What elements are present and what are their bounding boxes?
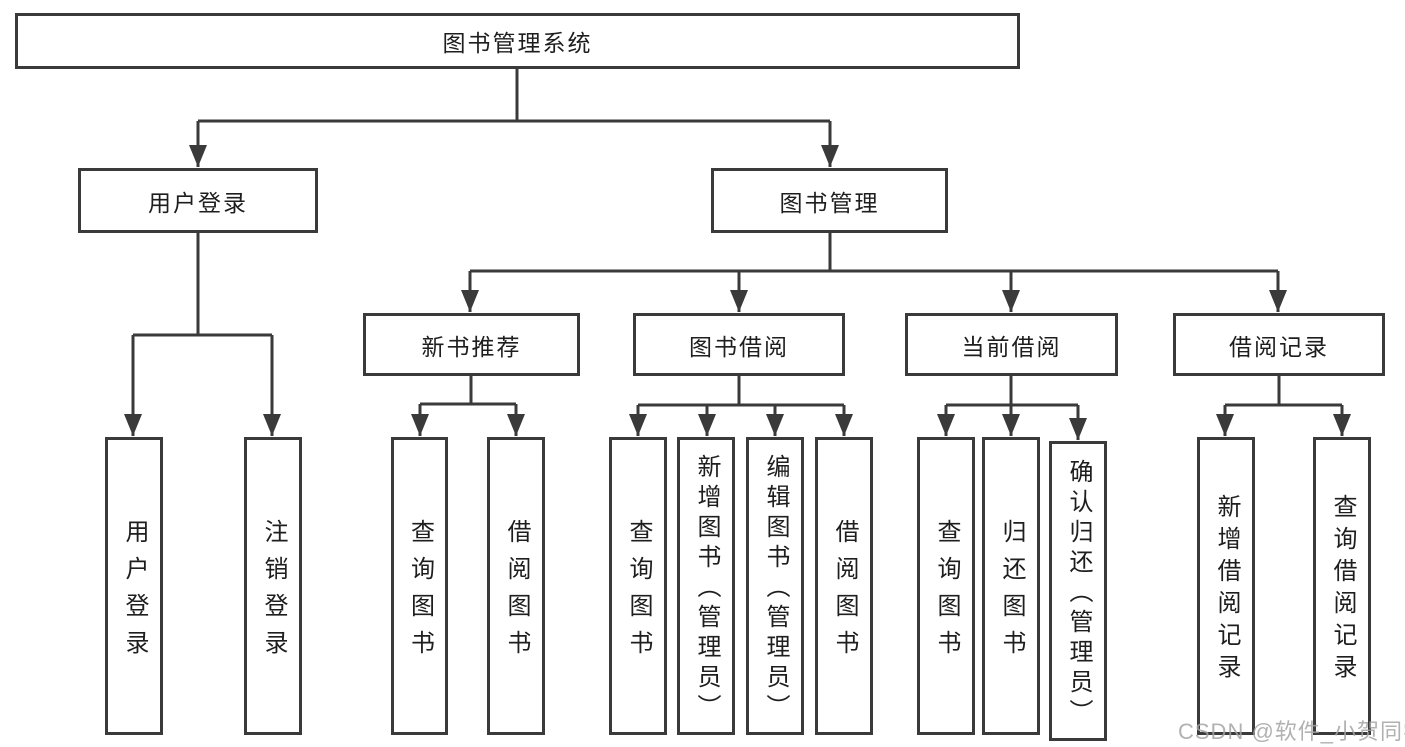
leaf-confirm-return-admin-label: 确认归还（管理员）: [1065, 459, 1092, 729]
node-borrow-records: 借阅记录: [1173, 313, 1385, 376]
leaf-logout: 注销登录: [244, 437, 302, 735]
node-root-label: 图书管理系统: [442, 30, 593, 56]
leaf-query-books-recommend-label: 查询图书: [406, 518, 434, 667]
node-user-login: 用户登录: [78, 168, 318, 233]
connector-book-borrow-spine: [638, 376, 844, 407]
connector-records-spine: [1225, 376, 1342, 407]
node-current-borrow-label: 当前借阅: [961, 333, 1062, 360]
leaf-query-books-recommend: 查询图书: [391, 437, 448, 735]
node-new-book-recommend: 新书推荐: [363, 313, 580, 376]
node-current-borrow: 当前借阅: [905, 313, 1118, 376]
leaf-user-login: 用户登录: [105, 437, 163, 735]
leaf-add-book-admin: 新增图书（管理员）: [677, 437, 735, 735]
node-book-borrow: 图书借阅: [633, 313, 845, 376]
leaf-query-books-borrow: 查询图书: [609, 437, 667, 735]
leaf-return-books: 归还图书: [982, 437, 1040, 735]
leaf-query-borrow-record-label: 查询借阅记录: [1329, 494, 1356, 686]
connector-new-book-spine: [420, 376, 516, 406]
leaf-edit-book-admin: 编辑图书（管理员）: [746, 437, 804, 735]
leaf-borrow-books-recommend-label: 借阅图书: [503, 518, 530, 667]
leaf-borrow-books-recommend: 借阅图书: [487, 437, 545, 735]
node-borrow-records-label: 借阅记录: [1229, 333, 1329, 360]
leaf-query-books-borrow-label: 查询图书: [625, 518, 652, 667]
csdn-watermark: CSDN @软件_小贺同学: [1178, 719, 1405, 744]
leaf-logout-label: 注销登录: [260, 518, 287, 667]
connector-cur-borrow-spine: [946, 376, 1078, 407]
node-book-borrow-label: 图书借阅: [689, 333, 789, 360]
leaf-add-borrow-record-label: 新增借阅记录: [1213, 494, 1240, 686]
leaf-confirm-return-admin: 确认归还（管理员）: [1049, 441, 1107, 741]
leaf-query-books-current: 查询图书: [917, 437, 975, 735]
node-root: 图书管理系统: [15, 13, 1020, 69]
connector-book-mgmt-spine: [470, 233, 1278, 273]
node-new-book-recommend-label: 新书推荐: [421, 333, 522, 360]
leaf-query-books-current-label: 查询图书: [933, 518, 960, 667]
leaf-add-book-admin-label: 新增图书（管理员）: [693, 454, 720, 724]
node-user-login-label: 用户登录: [148, 189, 248, 216]
leaf-query-borrow-record: 查询借阅记录: [1313, 437, 1371, 735]
leaf-borrow-books-label: 借阅图书: [831, 518, 858, 667]
connector-root-spine: [198, 69, 830, 123]
leaf-borrow-books: 借阅图书: [815, 437, 873, 735]
leaf-user-login-label: 用户登录: [121, 518, 148, 667]
leaf-edit-book-admin-label: 编辑图书（管理员）: [762, 454, 789, 724]
leaf-add-borrow-record: 新增借阅记录: [1197, 437, 1255, 735]
leaf-return-books-label: 归还图书: [998, 518, 1025, 667]
connector-user-login-spine: [133, 233, 272, 337]
node-book-management-label: 图书管理: [779, 189, 880, 216]
node-book-management: 图书管理: [711, 168, 948, 233]
